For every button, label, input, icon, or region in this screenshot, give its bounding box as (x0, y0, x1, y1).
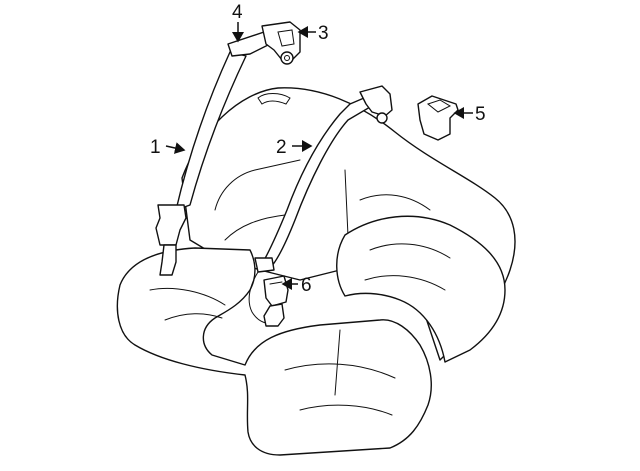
buckle-slot (269, 281, 283, 285)
left-belt-strap (175, 51, 247, 211)
callout-4: 4 (232, 2, 243, 23)
part-5-clip-cover (417, 95, 459, 141)
cushion-seam-left (149, 287, 226, 321)
retractor-bolt-hole (284, 55, 290, 61)
right-seat-back-inner (364, 243, 451, 291)
callout-1: 1 (150, 137, 161, 158)
part-1-left-seat-belt (155, 51, 247, 276)
retractor-bolt (280, 51, 294, 65)
left-belt-anchor (159, 244, 177, 276)
buckle-strap (263, 303, 285, 327)
seat-back-seam-left (214, 159, 301, 241)
clip-cover-body (417, 95, 459, 141)
callout-2: 2 (276, 137, 287, 158)
part-2-center-seat-belt (248, 85, 393, 325)
leader-1 (165, 142, 186, 154)
callout-6: 6 (301, 275, 312, 296)
rear-seat-assembly (116, 87, 516, 456)
callout-3: 3 (318, 23, 329, 44)
retractor-bracket-detail (277, 29, 295, 47)
callout-leaders (165, 22, 473, 290)
headrest-outline (257, 93, 291, 105)
clip-cover-inner (426, 99, 452, 113)
callout-labels: 1 2 3 4 5 6 (150, 2, 486, 296)
center-retractor-bolt (376, 112, 388, 124)
center-belt-tongue (254, 257, 275, 273)
left-belt-tongue-plate (155, 204, 187, 246)
part-3-retractor-bracket (261, 21, 301, 65)
buckle-body (263, 275, 289, 307)
right-seat-back-bolster (336, 215, 506, 363)
callout-5: 5 (475, 104, 486, 125)
cushion-seam-right (284, 329, 396, 416)
center-belt-retractor (359, 85, 393, 117)
